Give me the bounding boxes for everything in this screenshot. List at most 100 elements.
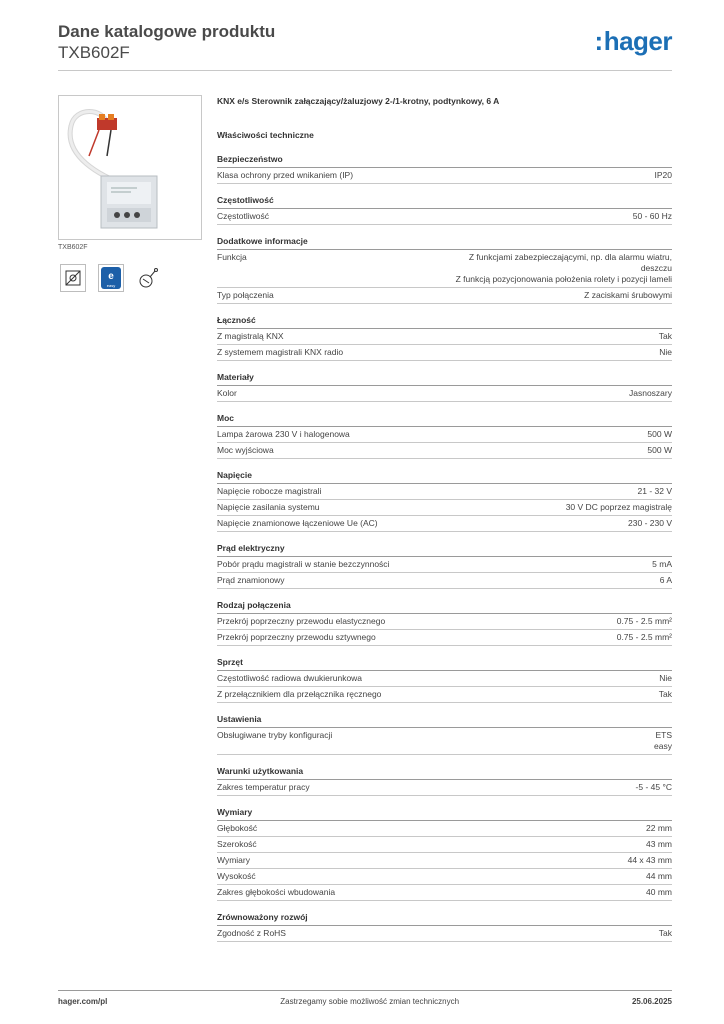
spec-value: 0.75 - 2.5 mm²	[616, 632, 672, 642]
spec-label: Częstotliwość radiowa dwukierunkowa	[217, 673, 363, 683]
spec-row: Moc wyjściowa 500 W	[217, 443, 672, 459]
spec-sheet: KNX e/s Sterownik załączający/żaluzjowy …	[217, 96, 672, 953]
section-heading: Ustawienia	[217, 714, 672, 728]
product-image	[67, 109, 158, 229]
spec-value: 40 mm	[646, 887, 672, 897]
spec-row: Klasa ochrony przed wnikaniem (IP) IP20	[217, 168, 672, 184]
spec-label: Kolor	[217, 388, 237, 398]
section-heading: Dodatkowe informacje	[217, 236, 672, 250]
section-heading: Zrównoważony rozwój	[217, 912, 672, 926]
product-code: TXB602F	[58, 43, 130, 62]
spec-label: Z przełącznikiem dla przełącznika ręczne…	[217, 689, 382, 699]
spec-value: 230 - 230 V	[628, 518, 672, 528]
spec-row: Zakres temperatur pracy -5 - 45 °C	[217, 780, 672, 796]
spec-value: Tak	[658, 689, 672, 699]
spec-label: Zakres głębokości wbudowania	[217, 887, 336, 897]
spec-label: Napięcie znamionowe łączeniowe Ue (AC)	[217, 518, 378, 528]
page-header: Dane katalogowe produktu TXB602F :hager	[58, 22, 673, 71]
spec-row: Obsługiwane tryby konfiguracji ETS easy	[217, 728, 672, 755]
section-heading: Częstotliwość	[217, 195, 672, 209]
photo-caption: TXB602F	[58, 244, 88, 251]
section-heading: Sprzęt	[217, 657, 672, 671]
spec-value: IP20	[654, 170, 673, 180]
spec-value: 6 A	[659, 575, 672, 585]
spec-value: 44 mm	[646, 871, 672, 881]
spec-label: Obsługiwane tryby konfiguracji	[217, 730, 333, 740]
section-heading: Moc	[217, 413, 672, 427]
spec-value: 44 x 43 mm	[627, 855, 672, 865]
spec-row: Częstotliwość radiowa dwukierunkowa Nie	[217, 671, 672, 687]
spec-value: ETS easy	[654, 730, 672, 751]
spec-value: Tak	[658, 331, 672, 341]
spec-value: Z funkcjami zabezpieczającymi, np. dla a…	[455, 252, 672, 284]
spec-row: Lampa żarowa 230 V i halogenowa 500 W	[217, 427, 672, 443]
spec-value: -5 - 45 °C	[635, 782, 672, 792]
spec-label: Przekrój poprzeczny przewodu elastyczneg…	[217, 616, 386, 626]
spec-label: Typ połączenia	[217, 290, 274, 300]
spec-label: Wymiary	[217, 855, 250, 865]
spec-value: Nie	[659, 673, 672, 683]
section-heading: Bezpieczeństwo	[217, 154, 672, 168]
section-heading: Warunki użytkowania	[217, 766, 672, 780]
spec-label: Zakres temperatur pracy	[217, 782, 310, 792]
spec-row: Zakres głębokości wbudowania 40 mm	[217, 885, 672, 901]
cableless-icon	[60, 264, 86, 292]
spec-row: Wymiary 44 x 43 mm	[217, 853, 672, 869]
spec-row: Pobór prądu magistrali w stanie bezczynn…	[217, 557, 672, 573]
spec-value: 500 W	[647, 445, 672, 455]
spec-label: Moc wyjściowa	[217, 445, 274, 455]
page-title: Dane katalogowe produktu	[58, 22, 276, 41]
footer-date: 25.06.2025	[631, 997, 672, 1006]
spec-label: Pobór prądu magistrali w stanie bezczynn…	[217, 559, 390, 569]
spec-row: Przekrój poprzeczny przewodu elastyczneg…	[217, 614, 672, 630]
spec-label: Zgodność z RoHS	[217, 928, 286, 938]
spec-label: Lampa żarowa 230 V i halogenowa	[217, 429, 350, 439]
cert-badge-text: easy	[107, 283, 115, 288]
spec-label: Klasa ochrony przed wnikaniem (IP)	[217, 170, 354, 180]
spec-value: 5 mA	[652, 559, 672, 569]
spec-label: Prąd znamionowy	[217, 575, 285, 585]
spec-row: Częstotliwość 50 - 60 Hz	[217, 209, 672, 225]
spec-value: 43 mm	[646, 839, 672, 849]
spec-value: Nie	[659, 347, 672, 357]
product-title: KNX e/s Sterownik załączający/żaluzjowy …	[217, 96, 500, 106]
spec-value: 22 mm	[646, 823, 672, 833]
product-photo	[58, 95, 202, 240]
section-heading: Rodzaj połączenia	[217, 600, 672, 614]
spec-row: Z systemem magistrali KNX radio Nie	[217, 345, 672, 361]
spec-label: Napięcie zasilania systemu	[217, 502, 320, 512]
spec-label: Funkcja	[217, 252, 247, 262]
spec-value: 50 - 60 Hz	[632, 211, 672, 221]
spec-label: Częstotliwość	[217, 211, 269, 221]
spec-row: Napięcie znamionowe łączeniowe Ue (AC) 23…	[217, 516, 672, 532]
section-heading: Napięcie	[217, 470, 672, 484]
spec-label: Z systemem magistrali KNX radio	[217, 347, 344, 357]
hager-logo: :hager	[594, 26, 673, 56]
spec-label: Szerokość	[217, 839, 257, 849]
section-heading: Materiały	[217, 372, 672, 386]
tech-properties-heading: Właściwości techniczne	[217, 130, 314, 140]
spec-row: Z przełącznikiem dla przełącznika ręczne…	[217, 687, 672, 703]
spec-value: 500 W	[647, 429, 672, 439]
